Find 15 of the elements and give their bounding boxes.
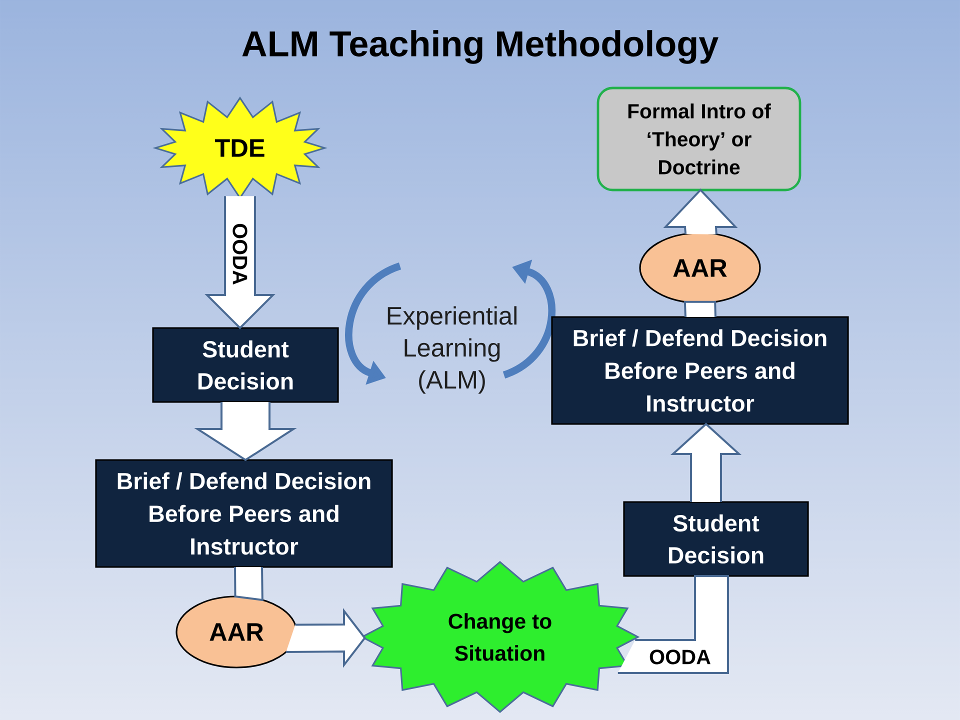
process-box: Brief / Defend Decision Before Peers and Instructor [551, 316, 849, 425]
edge-label: OODA [232, 224, 248, 284]
block-arrow [204, 195, 276, 330]
oval: AAR [639, 232, 761, 304]
block-arrow [670, 422, 742, 503]
process-box: Brief / Defend Decision Before Peers and Instructor [95, 459, 393, 568]
edge-label: OODA [650, 650, 710, 664]
title: ALM Teaching Methodology [242, 30, 718, 64]
oval: AAR [176, 596, 298, 668]
process-box: Student Decision [152, 327, 339, 403]
block-arrow [194, 401, 297, 462]
block-connector [234, 566, 264, 602]
rounded-box: Formal Intro of ‘Theory’ or Doctrine [596, 86, 802, 192]
process-box: Student Decision [623, 501, 809, 577]
block-arrow [663, 188, 738, 236]
